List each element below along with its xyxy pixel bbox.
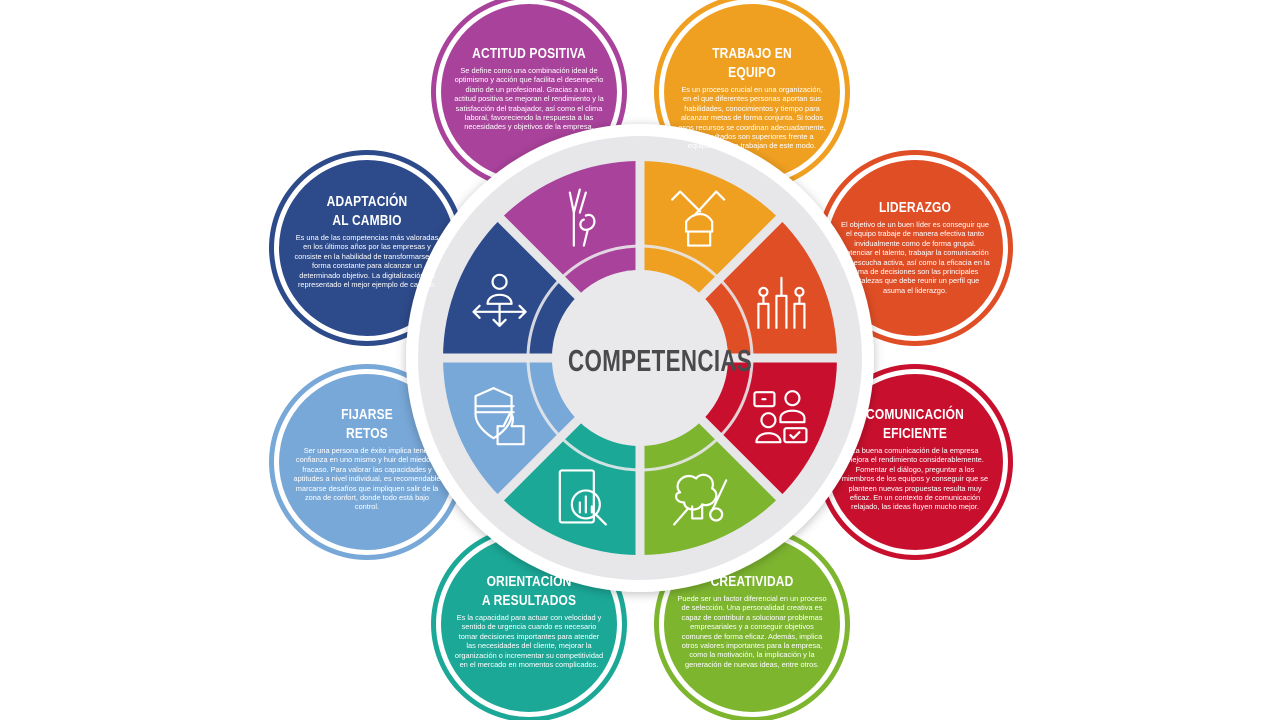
title-line: A RESULTADOS [481, 592, 577, 609]
segment-divider [693, 411, 789, 507]
competencia-description: Es una de las competencias más valoradas… [294, 233, 440, 290]
bubble-text-comunicacion-eficiente: COMUNICACIÓN EFICIENTE La buena comunicaci… [840, 405, 990, 512]
person-arrows-icon [472, 273, 527, 327]
bubble-text-trabajo-en-equipo: TRABAJO EN EQUIPO Es un proceso crucial e… [677, 44, 827, 151]
competencia-description: Es un proceso crucial en una organizació… [678, 85, 826, 151]
title-line: TRABAJO EN EQUIPO [712, 45, 792, 81]
competencia-description: El objetivo de un buen líder es consegui… [840, 220, 990, 295]
segment-trabajo-en-equipo [640, 161, 780, 296]
stacked-hands-icon [671, 190, 726, 247]
bubble-fill [827, 160, 1003, 336]
creative-bulb-icon [673, 473, 728, 526]
competencia-title: CREATIVIDAD [692, 572, 812, 591]
bubble-fill [279, 374, 455, 550]
bubble-text-orientacion-a-resultados: ORIENTACIÓN A RESULTADOS Es la capacidad p… [454, 572, 604, 669]
bubble-text-adaptacion-al-cambio: ADAPTACIÓN AL CAMBIO Es una de las compete… [292, 192, 442, 289]
competencia-title: COMUNICACIÓN EFICIENTE [855, 405, 975, 443]
title-line: RETOS [346, 425, 388, 442]
shield-thumbs-up-icon [474, 387, 525, 446]
magnifier-chart-icon [558, 469, 607, 526]
bubble-liderazgo [817, 150, 1013, 346]
segment-divider [491, 209, 587, 305]
competencia-description: Puede ser un factor diferencial en un pr… [677, 594, 827, 669]
competencia-description: La buena comunicación de la empresa mejo… [841, 446, 989, 512]
title-line: AL CAMBIO [332, 212, 402, 229]
conversation-icon [753, 390, 808, 444]
ok-hand-icon [568, 188, 596, 247]
segment-actitud-positiva [500, 161, 640, 296]
competencia-description: Ser una persona de éxito implica tener c… [293, 446, 441, 512]
segment-divider [491, 411, 587, 507]
title-line: CREATIVIDAD [710, 573, 794, 590]
title-line: LIDERAZGO [878, 199, 952, 216]
center-title: COMPETENCIAS [568, 343, 753, 378]
title-line: ADAPTACIÓN [326, 193, 408, 210]
title-line: ORIENTACIÓN [486, 573, 572, 590]
title-line: FIJARSE [341, 406, 393, 423]
bubble-text-fijarse-retos: FIJARSE RETOS Ser una persona de éxito imp… [292, 405, 442, 512]
bubble-fill [827, 374, 1003, 550]
segment-divider [693, 209, 789, 305]
segment-adaptacion-al-cambio [443, 218, 578, 358]
bubble-creatividad [654, 526, 850, 720]
bubble-text-actitud-positiva: ACTITUD POSITIVA Se define como una combi… [454, 44, 604, 132]
raised-hands-icon [757, 276, 806, 329]
inner-arc [526, 244, 754, 472]
segment-orientacion-a-resultados [500, 420, 640, 555]
bubble-fill [279, 160, 455, 336]
competencia-title: ORIENTACIÓN A RESULTADOS [469, 572, 589, 610]
title-line: ACTITUD POSITIVA [472, 45, 586, 62]
bubble-text-liderazgo: LIDERAZGO El objetivo de un buen líder es… [840, 198, 990, 295]
competencia-description: Es la capacidad para actuar con velocida… [454, 613, 604, 670]
competencia-title: ACTITUD POSITIVA [469, 44, 589, 63]
title-line: EFICIENTE [882, 425, 948, 442]
competencia-title: ADAPTACIÓN AL CAMBIO [307, 192, 427, 230]
bubble-text-creatividad: CREATIVIDAD Puede ser un factor diferenci… [677, 572, 827, 669]
title-line: COMUNICACIÓN [866, 406, 964, 423]
competencia-description: Se define como una combinación ideal de … [454, 66, 604, 132]
competencia-title: TRABAJO EN EQUIPO [692, 44, 812, 82]
segment-fijarse-retos [443, 358, 578, 498]
segment-creatividad [640, 420, 780, 555]
competencia-title: FIJARSE RETOS [307, 405, 427, 443]
competencia-title: LIDERAZGO [855, 198, 975, 217]
segment-liderazgo [702, 218, 837, 358]
center-circle [552, 270, 728, 446]
